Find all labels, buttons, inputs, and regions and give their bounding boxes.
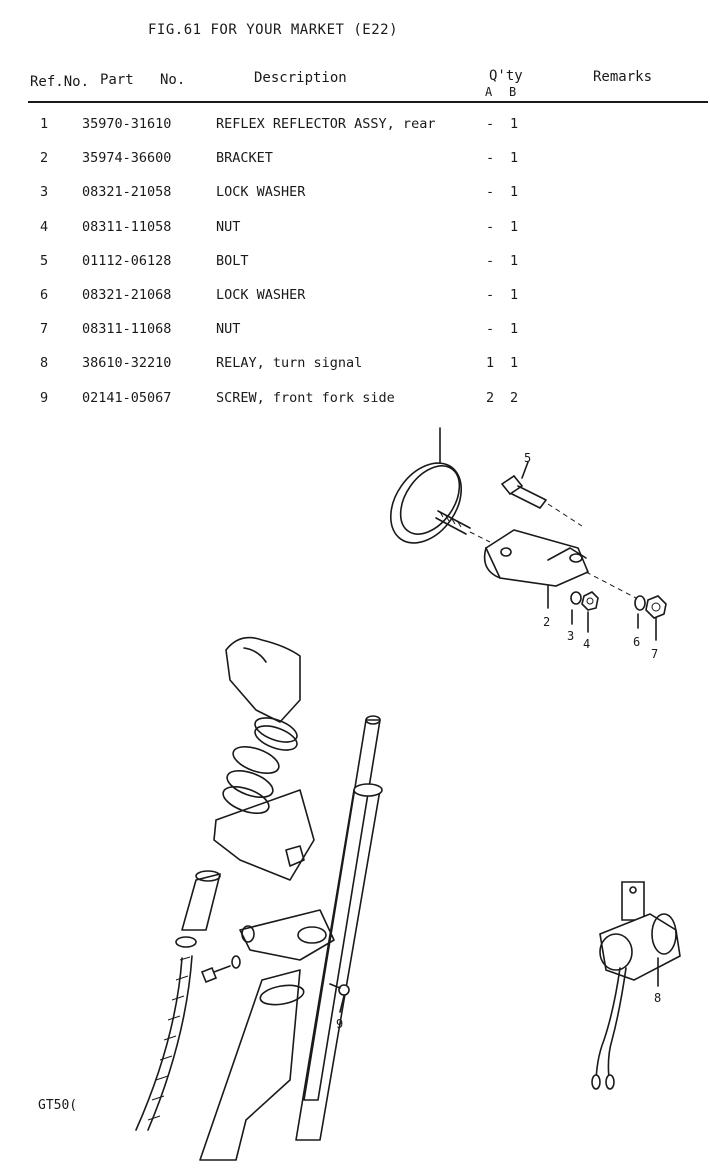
part-number-cell: 08321-21058 [82,184,172,201]
table-row: 4 08311-11058 NUT -1 [0,219,710,245]
qty-a-cell: 2 [486,389,495,406]
callout-7: 7 [651,647,658,661]
header-rule [28,101,708,103]
ref-cell: 6 [40,287,49,303]
part-number-cell: 08321-21068 [82,287,172,303]
description-cell: RELAY, turn signal [216,355,363,372]
front-fork-drawing [135,636,383,1161]
description-cell: REFLEX REFLECTOR ASSY, rear [216,116,436,132]
header-qty: Q'ty [489,68,523,84]
qty-b-cell: 1 [510,355,519,372]
turn-signal-relay-drawing [591,881,681,1090]
description-cell: LOCK WASHER [216,184,306,201]
callout-9: 9 [336,1017,343,1031]
qty-a-cell: - [486,321,495,338]
description-cell: BOLT [216,252,249,269]
qty-a-cell: - [486,252,495,269]
qty-b-cell: 1 [510,321,519,338]
table-row: 5 01112-06128 BOLT -1 [0,253,710,279]
description-cell: NUT [216,321,241,338]
ref-cell: 7 [40,321,49,338]
description-cell: NUT [216,218,241,235]
header-no: No. [160,72,186,88]
callout-4: 4 [583,637,590,651]
table-row: 2 35974-36600 BRACKET -1 [0,150,710,176]
qty-a-cell: 1 [486,355,495,372]
qty-b-cell: 1 [510,116,519,132]
qty-b-cell: 1 [510,150,519,167]
callout-2: 2 [543,615,550,629]
table-row: 7 08311-11068 NUT -1 [0,321,710,347]
ref-cell: 3 [40,184,49,201]
ref-cell: 4 [40,218,49,235]
part-number-cell: 35974-36600 [82,150,172,167]
qty-b-cell: 2 [510,389,519,406]
part-number-cell: 08311-11068 [82,321,172,338]
qty-b-cell: 1 [510,287,519,303]
qty-b-cell: 1 [510,218,519,235]
header-remarks: Remarks [593,69,653,85]
header-ref-no: Ref.No. [30,74,90,90]
callout-6: 6 [633,635,640,649]
description-cell: LOCK WASHER [216,287,306,303]
ref-cell: 8 [40,355,49,372]
part-number-cell: 02141-05067 [82,389,172,406]
description-cell: SCREW, front fork side [216,389,395,406]
table-row: 3 08321-21058 LOCK WASHER -1 [0,184,710,210]
callout-5: 5 [524,451,531,465]
ref-cell: 5 [40,252,49,269]
header-qty-b: B [509,85,517,99]
ref-cell: 2 [40,150,49,167]
footer-model-code: GT50( [38,1098,78,1113]
table-row: 1 35970-31610 REFLEX REFLECTOR ASSY, rear -… [0,116,710,142]
header-description: Description [254,70,347,86]
ref-cell: 1 [40,116,49,132]
qty-a-cell: - [486,184,495,201]
description-cell: BRACKET [216,150,273,167]
part-number-cell: 08311-11058 [82,218,172,235]
callout-3: 3 [567,629,574,643]
header-part: Part [100,72,134,88]
qty-b-cell: 1 [510,184,519,201]
part-number-cell: 01112-06128 [82,252,172,269]
header-qty-a: A [485,85,493,99]
qty-a-cell: - [486,287,495,303]
part-number-cell: 35970-31610 [82,116,172,132]
qty-b-cell: 1 [510,252,519,269]
callout-8: 8 [654,991,661,1005]
figure-title: FIG.61 FOR YOUR MARKET (E22) [148,22,399,38]
ref-cell: 9 [40,389,49,406]
qty-a-cell: - [486,218,495,235]
reflector-assembly-drawing [389,427,667,641]
table-row: 6 08321-21068 LOCK WASHER -1 [0,287,710,313]
qty-a-cell: - [486,150,495,167]
part-number-cell: 38610-32210 [82,355,172,372]
qty-a-cell: - [486,116,495,132]
